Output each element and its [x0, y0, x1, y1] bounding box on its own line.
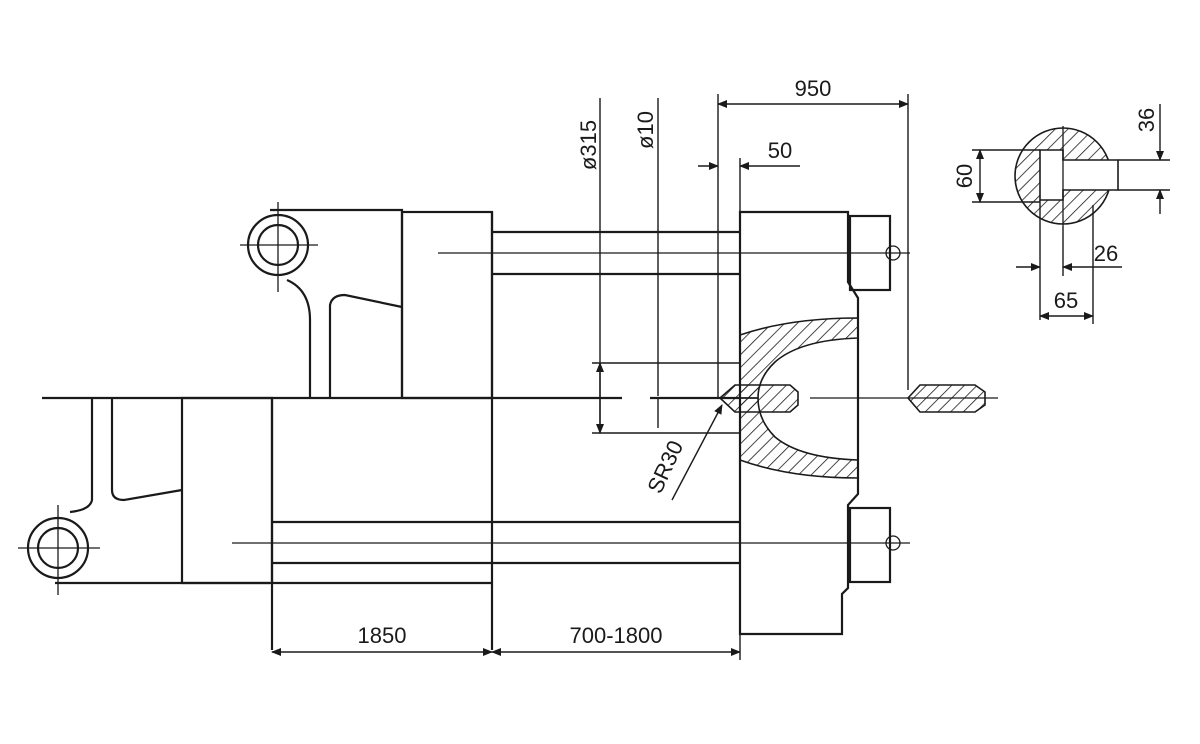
label-950: 950: [795, 76, 832, 101]
label-26: 26: [1094, 241, 1118, 266]
label-700-1800: 700-1800: [570, 623, 663, 648]
nozzle: [650, 384, 998, 413]
ejector-detail: [1014, 126, 1119, 226]
label-36: 36: [1134, 108, 1159, 132]
fixed-platen: [738, 210, 901, 636]
dimension-65: 65: [1039, 205, 1094, 324]
toggle-frame: [18, 202, 622, 595]
label-65: 65: [1054, 288, 1078, 313]
label-60: 60: [952, 164, 977, 188]
dimension-950: 950: [717, 76, 909, 398]
moving-platen: [270, 212, 494, 650]
dimension-hole-diameter: ø10: [633, 98, 659, 428]
tie-bars: [232, 230, 910, 565]
dimension-ring-diameter: ø315: [576, 98, 740, 434]
label-1850: 1850: [358, 623, 407, 648]
label-50: 50: [768, 138, 792, 163]
dimension-60: 60: [952, 149, 1040, 203]
dimension-700-1800: 700-1800: [491, 623, 741, 660]
dimension-sr30: SR30: [642, 404, 723, 501]
label-hole-diameter: ø10: [633, 111, 658, 149]
label-sr30: SR30: [642, 437, 688, 497]
dimension-26: 26: [1016, 200, 1122, 320]
dimension-36: 36: [1118, 104, 1170, 214]
dimension-50: 50: [698, 138, 800, 212]
label-ring-diameter: ø315: [576, 120, 601, 170]
dimension-1850: 1850: [271, 623, 493, 656]
